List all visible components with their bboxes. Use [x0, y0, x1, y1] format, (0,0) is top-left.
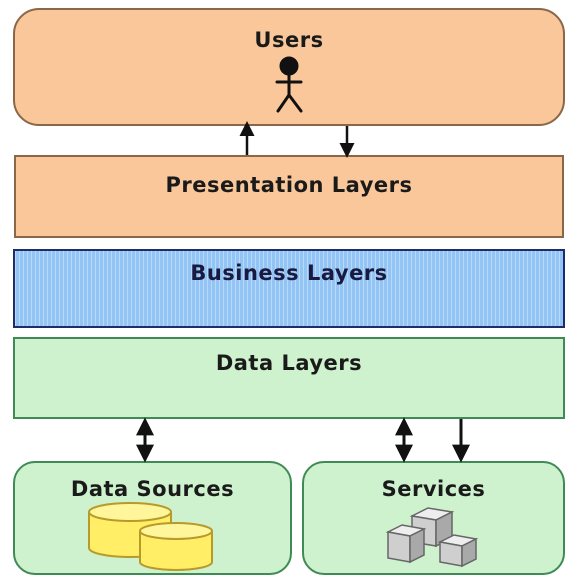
data-sources-label: Data Sources [70, 477, 235, 501]
data-sources-box: Data Sources [13, 461, 292, 575]
business-layers-label: Business Layers [190, 261, 388, 285]
data-connection-arrows [136, 417, 470, 463]
services-label: Services [381, 477, 486, 501]
users-presentation-arrows [239, 121, 355, 158]
presentation-layers-label: Presentation Layers [165, 173, 413, 197]
data-layers-box: Data Layers [13, 337, 565, 419]
users-box: Users [13, 8, 565, 126]
data-layers-label: Data Layers [215, 351, 363, 375]
presentation-layers-box: Presentation Layers [14, 155, 564, 238]
users-label: Users [254, 28, 324, 52]
services-box: Services [302, 461, 565, 575]
business-layers-box: Business Layers [13, 249, 565, 328]
